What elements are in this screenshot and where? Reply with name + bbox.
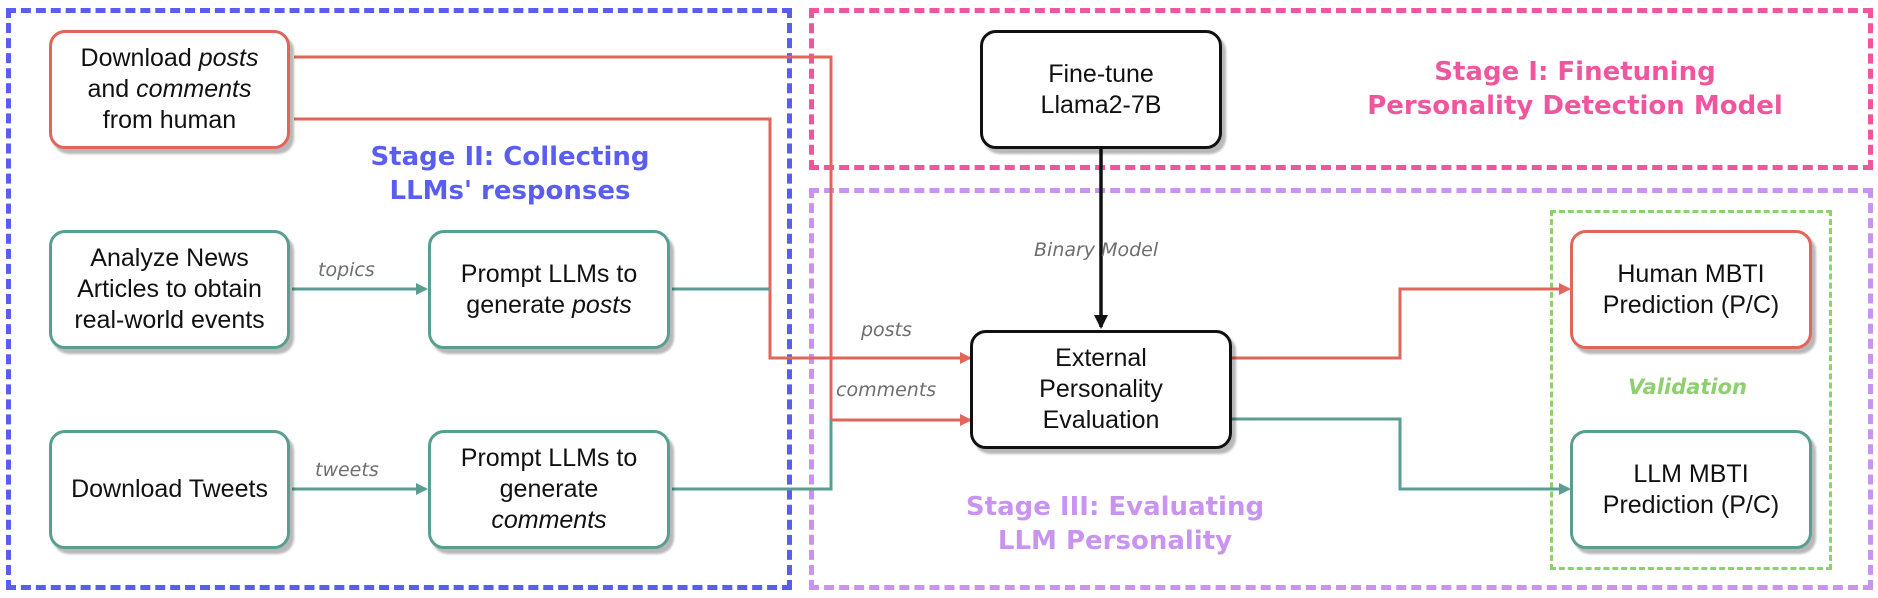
download-posts-comments-node: Download posts and comments from human — [49, 30, 290, 149]
stage2-region — [6, 8, 792, 590]
stage3-region — [809, 188, 1873, 590]
edge-to-human-mbti — [1232, 283, 1571, 360]
download-tweets-node: Download Tweets — [49, 430, 290, 549]
validation-region — [1550, 210, 1832, 570]
prompt-posts-node: Prompt LLMs to generate posts — [428, 230, 670, 349]
node-text: generate — [466, 290, 572, 319]
node-text: Personality — [1039, 375, 1163, 403]
node-text: Prediction (P/C) — [1602, 290, 1780, 319]
node-text-posts: posts — [571, 290, 632, 319]
node-text: Llama2-7B — [1040, 90, 1162, 119]
stage2-title-line1: Stage II: Collecting — [370, 142, 650, 172]
edge-label-binary-model: Binary Model — [1034, 239, 1159, 261]
edge-label-comments: comments — [836, 379, 937, 401]
node-text: LLM MBTI — [1633, 459, 1749, 488]
stage1-region — [809, 8, 1873, 170]
node-text: real-world events — [74, 306, 265, 334]
node-text: from human — [102, 106, 237, 134]
stage3-title-line1: Stage III: Evaluating — [965, 492, 1265, 522]
stage1-title-line1: Stage I: Finetuning — [1434, 57, 1716, 87]
analyze-news-node: Analyze News Articles to obtain real-wor… — [49, 230, 290, 349]
human-mbti-node: Human MBTI Prediction (P/C) — [1570, 230, 1812, 349]
stage2-title: Stage II: Collecting LLMs' responses — [330, 140, 690, 208]
edge-human-comments — [294, 117, 972, 364]
node-text-comments: comments — [491, 506, 607, 534]
node-text: Human MBTI — [1617, 259, 1765, 288]
stage2-title-line2: LLMs' responses — [389, 176, 631, 206]
node-text: Evaluation — [1042, 406, 1160, 434]
node-text-posts: posts — [198, 44, 259, 72]
finetune-llama-node: Fine-tune Llama2-7B — [980, 30, 1222, 149]
stage1-title: Stage I: Finetuning Personality Detectio… — [1335, 55, 1815, 123]
edge-label-posts: posts — [861, 319, 912, 341]
edge-to-llm-mbti — [1232, 417, 1571, 495]
edge-label-topics: topics — [318, 259, 375, 281]
node-text: Prompt LLMs to — [460, 444, 638, 472]
node-text: Download — [80, 44, 199, 72]
node-text: Download Tweets — [71, 475, 268, 503]
llm-mbti-node: LLM MBTI Prediction (P/C) — [1570, 430, 1812, 549]
edge-human-posts — [294, 55, 972, 426]
stage3-title: Stage III: Evaluating LLM Personality — [930, 490, 1300, 558]
node-text-comments: comments — [136, 75, 252, 103]
edge-label-tweets: tweets — [315, 459, 379, 481]
node-text: Prompt LLMs to — [460, 259, 638, 288]
external-evaluation-node: External Personality Evaluation — [970, 330, 1232, 449]
node-text: Analyze News — [90, 244, 249, 272]
node-text: and — [87, 75, 137, 103]
node-text: generate — [499, 475, 599, 503]
edge-llm-comments — [672, 420, 833, 491]
node-text: Prediction (P/C) — [1602, 490, 1780, 519]
node-text: External — [1055, 344, 1147, 372]
node-text: Articles to obtain — [77, 275, 262, 303]
stage3-title-line2: LLM Personality — [997, 526, 1233, 556]
prompt-comments-node: Prompt LLMs to generate comments — [428, 430, 670, 549]
validation-label: Validation — [1628, 375, 1748, 399]
stage1-title-line2: Personality Detection Model — [1367, 91, 1783, 121]
node-text: Fine-tune — [1048, 59, 1154, 88]
